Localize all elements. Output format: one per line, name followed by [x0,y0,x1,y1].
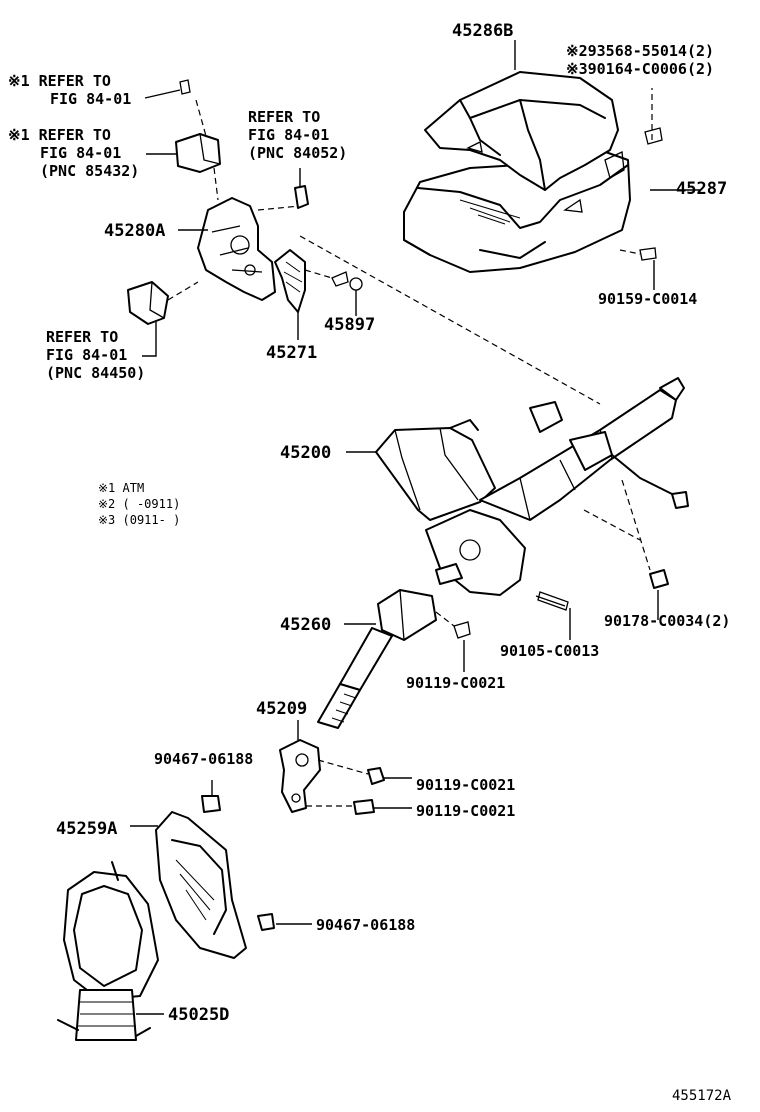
screw-note-1: ※293568-55014(2) [566,42,714,60]
ref1-line2: FIG 84-01 [50,90,131,108]
ref2-line1: ※1 REFER TO [8,126,111,144]
label-45260: 45260 [280,615,331,635]
ref4-line2: FIG 84-01 [46,346,127,364]
label-90467-06188-a: 90467-06188 [154,750,253,768]
ref4-line1: REFER TO [46,328,118,346]
label-45271: 45271 [266,343,317,363]
label-90119-C0021-b: 90119-C0021 [416,776,515,794]
intermediate-shaft-assembly [317,589,471,729]
column-cover-assembly [403,40,700,290]
lock-housing-assembly [127,79,601,405]
ref1-line1: ※1 REFER TO [8,72,111,90]
label-90159-C0014: 90159-C0014 [598,290,697,308]
legend-line1: ※1 ATM [98,481,144,495]
label-45025D: 45025D [168,1005,229,1025]
label-90119-C0021-c: 90119-C0021 [416,802,515,820]
label-90467-06188-b: 90467-06188 [316,916,415,934]
label-90119-C0021-a: 90119-C0021 [406,674,505,692]
label-45280A: 45280A [104,221,165,241]
steering-column-assembly [346,377,689,640]
ref4-line3: (PNC 84450) [46,364,145,382]
label-90105-C0013: 90105-C0013 [500,642,599,660]
ref3-line1: REFER TO [248,108,320,126]
ref2-line3: (PNC 85432) [40,162,139,180]
universal-joint [279,720,412,815]
legend-line2: ※2 ( -0911) [98,497,180,511]
ref3-line2: FIG 84-01 [248,126,329,144]
ref3-line3: (PNC 84052) [248,144,347,162]
label-45259A: 45259A [56,819,117,839]
legend-line3: ※3 (0911- ) [98,513,180,527]
label-45209: 45209 [256,699,307,719]
figure-number: 455172A [672,1088,732,1104]
ref2-line2: FIG 84-01 [40,144,121,162]
screw-note-2: ※390164-C0006(2) [566,60,714,78]
label-45897: 45897 [324,315,375,335]
label-45200: 45200 [280,443,331,463]
seal-and-boot-assembly [57,780,312,1041]
label-45287: 45287 [676,179,727,199]
label-45286B: 45286B [452,21,513,41]
label-90178-C0034: 90178-C0034(2) [604,612,730,630]
